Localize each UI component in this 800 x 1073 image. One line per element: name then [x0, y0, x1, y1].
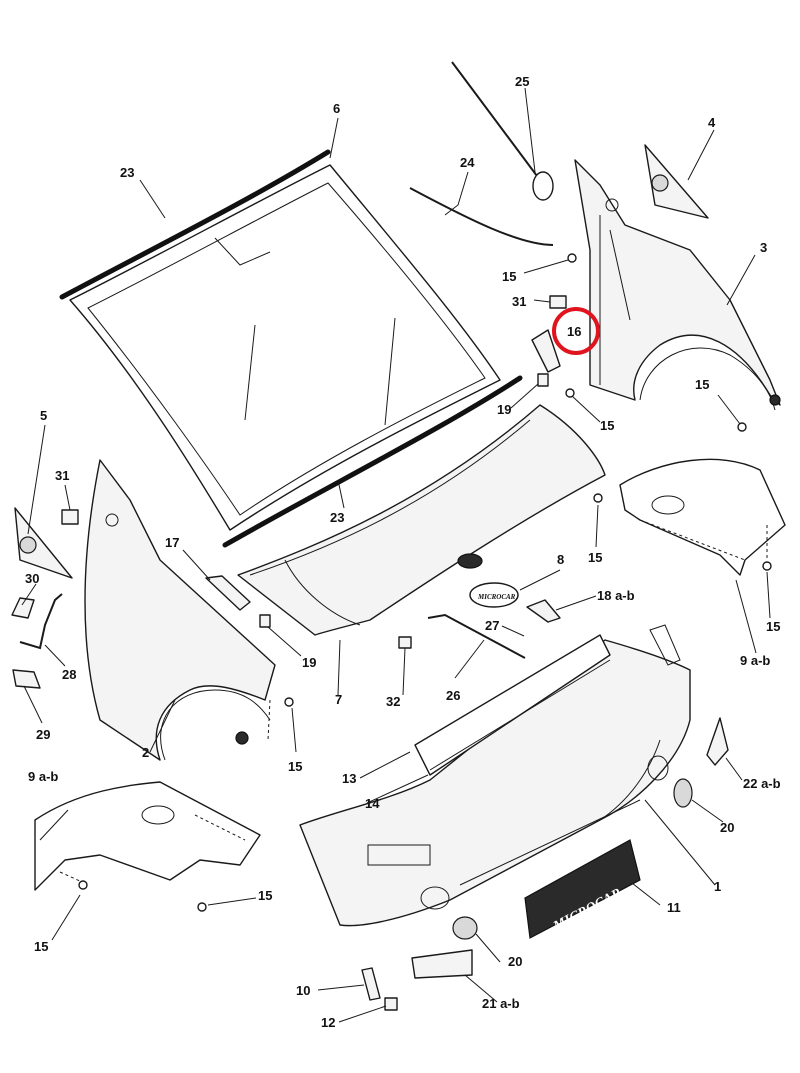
bonnet-badge-text: MICROCAR: [477, 593, 516, 601]
label-18: 18 a-b: [597, 588, 635, 603]
bolts: [78, 253, 772, 912]
hinge-17: [205, 575, 251, 611]
label-4: 4: [708, 115, 716, 130]
wheel-arch-liner-left: [34, 781, 261, 891]
label-15-g: 15: [258, 888, 272, 903]
side-vent: [706, 717, 729, 766]
label-6: 6: [333, 101, 340, 116]
label-2: 2: [142, 745, 149, 760]
label-31-left: 31: [55, 468, 69, 483]
label-10: 10: [296, 983, 310, 998]
indicator-30: [11, 597, 35, 619]
highlight-circle: [552, 307, 600, 355]
antenna: [451, 61, 554, 201]
label-31-top: 31: [512, 294, 526, 309]
label-12: 12: [321, 1015, 335, 1030]
clip-12: [384, 997, 398, 1011]
label-9-right: 9 a-b: [740, 653, 770, 668]
fog-light-cover-right: [673, 778, 693, 808]
label-3: 3: [760, 240, 767, 255]
label-20-left: 20: [508, 954, 522, 969]
label-32: 32: [386, 694, 400, 709]
bonnet-badge: MICROCAR: [469, 582, 519, 608]
clip-31-left: [61, 509, 79, 525]
clip-32: [398, 636, 412, 649]
label-20-right: 20: [720, 820, 734, 835]
label-15-h: 15: [34, 939, 48, 954]
label-29: 29: [36, 727, 50, 742]
indicator-29: [12, 669, 41, 689]
label-1: 1: [714, 879, 721, 894]
label-26: 26: [446, 688, 460, 703]
number-plate: MICROCAR: [524, 839, 641, 939]
label-24: 24: [460, 155, 475, 170]
windscreen: [59, 149, 523, 548]
leader-lines: [21, 87, 771, 1023]
bracket-10: [361, 967, 381, 1001]
label-19-top: 19: [497, 402, 511, 417]
label-8: 8: [557, 552, 564, 567]
label-22: 22 a-b: [743, 776, 781, 791]
label-15-f: 15: [288, 759, 302, 774]
label-23-bottom: 23: [330, 510, 344, 525]
label-21: 21 a-b: [482, 996, 520, 1011]
bonnet-stay-26: [427, 613, 526, 659]
label-5: 5: [40, 408, 47, 423]
label-15-b: 15: [695, 377, 709, 392]
part-labels: 25 24 4 6 23 3 15 31 16 15 19 15 5 31 23…: [25, 74, 781, 1030]
label-23-top: 23: [120, 165, 134, 180]
hinge-16: [531, 329, 561, 373]
clip-19-top: [537, 373, 549, 387]
label-11: 11: [667, 900, 681, 915]
label-15-d: 15: [588, 550, 602, 565]
washer-rod: [409, 187, 554, 246]
label-13: 13: [342, 771, 356, 786]
harness-28: [19, 593, 63, 650]
label-27: 27: [485, 618, 499, 633]
label-15-a: 15: [502, 269, 516, 284]
label-9-left: 9 a-b: [28, 769, 58, 784]
label-17: 17: [165, 535, 179, 550]
mirror-cover-right: [644, 144, 709, 219]
wheel-arch-liner-right: [619, 458, 786, 576]
label-16: 16: [567, 324, 581, 339]
bracket-18: [526, 599, 561, 623]
clip-31-top: [549, 295, 567, 309]
label-15-e: 15: [766, 619, 780, 634]
indicator-strip: [411, 949, 473, 979]
bonnet: [237, 404, 606, 636]
left-wing: [84, 459, 276, 761]
label-14: 14: [365, 796, 380, 811]
label-25: 25: [515, 74, 529, 89]
label-19-left: 19: [302, 655, 316, 670]
clip-19-left: [259, 614, 271, 628]
label-30: 30: [25, 571, 39, 586]
label-7: 7: [335, 692, 342, 707]
right-wing: [574, 159, 781, 411]
label-28: 28: [62, 667, 76, 682]
label-15-c: 15: [600, 418, 614, 433]
front-bumper: [299, 624, 691, 927]
fog-light-cover-left: [452, 916, 478, 940]
